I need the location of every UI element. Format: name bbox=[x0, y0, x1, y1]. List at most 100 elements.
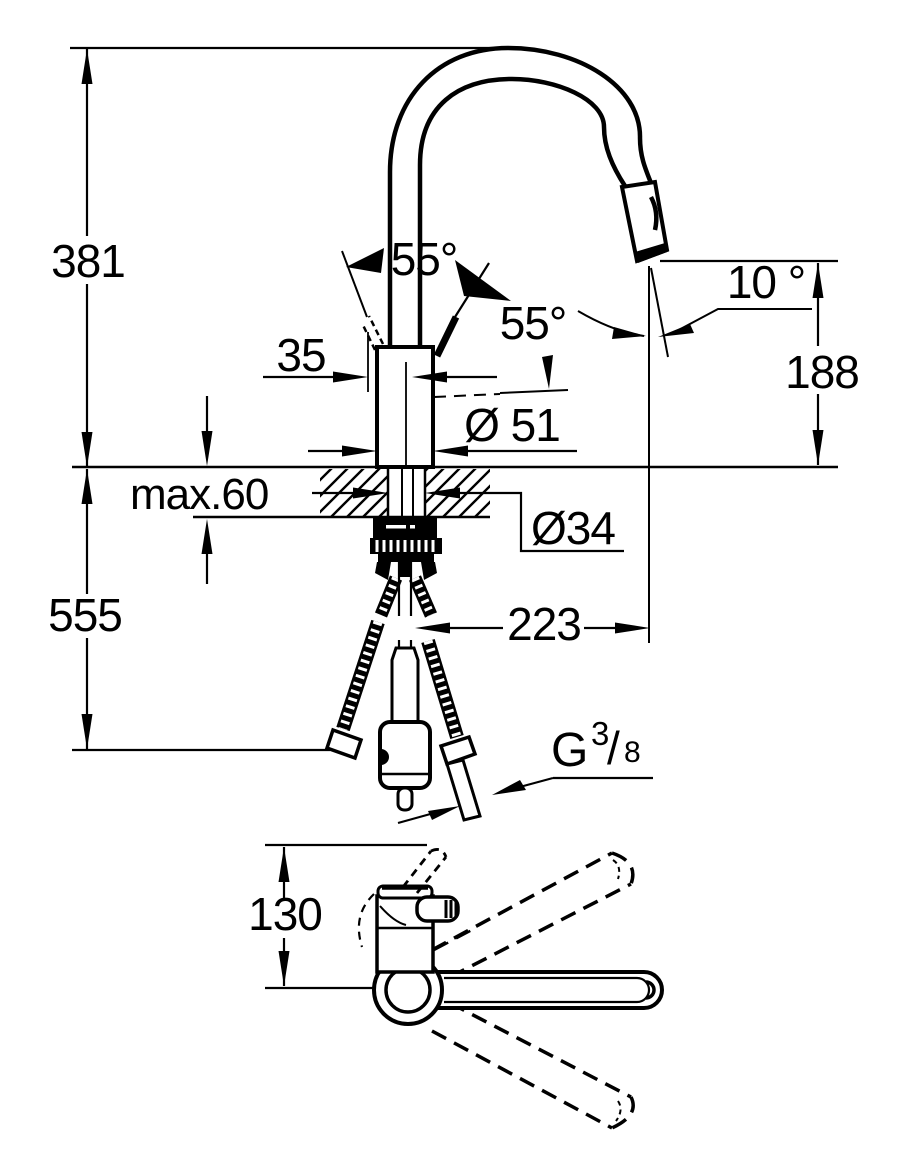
mounting-hardware bbox=[370, 468, 442, 580]
dimension-deck-thickness bbox=[201, 396, 213, 584]
nut-detail-dash-2 bbox=[410, 525, 415, 529]
thread-denominator: 8 bbox=[624, 736, 641, 769]
arrowhead-up bbox=[812, 263, 824, 298]
lever-arc-arrowhead-right bbox=[455, 260, 511, 301]
tube-inner-cap bbox=[636, 976, 651, 1004]
body-arc-detail bbox=[379, 905, 407, 926]
supply-hoses bbox=[324, 575, 482, 822]
arrowhead-down bbox=[812, 430, 824, 465]
arrowhead-up bbox=[278, 847, 290, 882]
dashed-edge bbox=[433, 928, 473, 952]
dimension-labels: 381 55° 55° 10 ° 188 35 Ø 51 max.60 Ø34 … bbox=[48, 233, 860, 940]
label-thread-size: G 3 / 8 bbox=[551, 715, 641, 777]
lever-dashed-axis bbox=[341, 250, 368, 318]
lever-top-view bbox=[415, 895, 460, 923]
spray-angle-arrow-left bbox=[612, 327, 646, 339]
hose-connector-center bbox=[399, 562, 412, 577]
thread-numerator: 3 bbox=[591, 715, 609, 752]
spout-gooseneck bbox=[70, 45, 670, 352]
label-lever-offset: 35 bbox=[276, 329, 325, 381]
spray-head-button bbox=[648, 195, 659, 231]
spout-tube-top-view bbox=[418, 970, 664, 1010]
label-swivel-height: 130 bbox=[248, 888, 322, 940]
braid-texture bbox=[423, 639, 462, 739]
thread-g: G bbox=[551, 724, 588, 777]
arrowhead-right bbox=[333, 371, 368, 383]
nut-detail-dash-1 bbox=[386, 525, 406, 529]
body-outline bbox=[375, 345, 435, 469]
dashed-spout-lower bbox=[449, 1001, 632, 1099]
hose-thread-tube bbox=[445, 758, 482, 822]
spout-outer-curve bbox=[387, 45, 654, 352]
arrowhead-up bbox=[81, 49, 93, 84]
arrowhead-up bbox=[201, 519, 213, 554]
lever-arc-arrowhead-left bbox=[346, 248, 384, 273]
top-swivel-view bbox=[265, 843, 664, 1130]
dimension-spout-height bbox=[812, 263, 824, 465]
lever-handle bbox=[341, 248, 569, 398]
thread-slash: / bbox=[607, 722, 620, 774]
arrowhead-right bbox=[615, 622, 650, 634]
arrowhead-thread-left bbox=[428, 806, 460, 820]
label-spout-height: 188 bbox=[785, 346, 859, 398]
dimension-overall-heights bbox=[72, 49, 330, 752]
dashed-lever-line bbox=[415, 856, 448, 894]
dashed-body-arc bbox=[357, 893, 375, 948]
hose-fitting-left bbox=[324, 727, 364, 761]
side-view bbox=[70, 45, 838, 825]
arrowhead-thread-right bbox=[492, 780, 526, 795]
dashed-spout-upper bbox=[431, 851, 613, 952]
braid-texture bbox=[411, 576, 435, 617]
arrowhead-left bbox=[425, 487, 460, 499]
pullout-hose-and-weight bbox=[378, 560, 432, 812]
lever-angle-arrowhead bbox=[542, 355, 553, 389]
dimension-spout-reach bbox=[415, 622, 650, 634]
spray-angle-arc bbox=[577, 310, 645, 337]
arrowhead-down bbox=[81, 714, 93, 749]
cartridge-axis-dashed bbox=[433, 393, 501, 398]
label-spout-reach: 223 bbox=[507, 598, 581, 650]
lever-end-stripes bbox=[444, 900, 458, 918]
dimension-body-diameter bbox=[308, 445, 577, 457]
dashed-spout-lower bbox=[431, 1029, 613, 1130]
hose-weight-stub bbox=[396, 786, 414, 812]
dashed-lever-line bbox=[401, 850, 433, 888]
lever-grip-solid bbox=[433, 315, 460, 358]
arrowhead-down bbox=[81, 432, 93, 467]
hose-connector-right bbox=[421, 562, 437, 580]
spray-tilted-axis bbox=[650, 267, 669, 358]
dashed-aerator-upper bbox=[612, 859, 621, 880]
nut-serrations bbox=[375, 540, 435, 552]
aerator-detail bbox=[645, 980, 656, 1000]
cartridge-axis-solid bbox=[499, 389, 569, 394]
hose-weight-clip bbox=[381, 749, 389, 765]
hose-connector-band bbox=[378, 554, 434, 562]
dashed-aerator-lower bbox=[615, 1100, 622, 1122]
arrowhead-left bbox=[433, 445, 468, 457]
spray-angle-leader bbox=[672, 308, 812, 334]
thread-callout bbox=[397, 776, 653, 825]
pullout-hose-lower bbox=[390, 646, 420, 724]
hose-connector-left bbox=[375, 562, 391, 580]
dimension-lever-offset bbox=[263, 332, 497, 392]
dashed-spout-lower-cap bbox=[611, 1096, 635, 1130]
leader-line bbox=[397, 811, 435, 825]
arrowhead-up bbox=[81, 469, 93, 504]
dimension-swivel-height bbox=[265, 843, 427, 990]
dashed-lever-up bbox=[401, 848, 448, 894]
swivel-range-dashed bbox=[431, 851, 635, 1130]
leader-line bbox=[455, 491, 624, 553]
dashed-lever-cap bbox=[430, 848, 448, 858]
arrowhead-left bbox=[412, 371, 447, 383]
arrowhead-left bbox=[415, 622, 450, 634]
arrowhead-right bbox=[342, 445, 377, 457]
label-hole-diameter: Ø34 bbox=[531, 502, 615, 554]
arrowhead-down bbox=[201, 431, 213, 466]
braid-texture bbox=[338, 620, 383, 731]
label-deck-thickness: max.60 bbox=[130, 470, 268, 519]
label-lever-angle-side: 55° bbox=[500, 297, 567, 349]
spout-inner-curve bbox=[417, 76, 627, 352]
lever-dashed-edge-1 bbox=[367, 315, 385, 345]
